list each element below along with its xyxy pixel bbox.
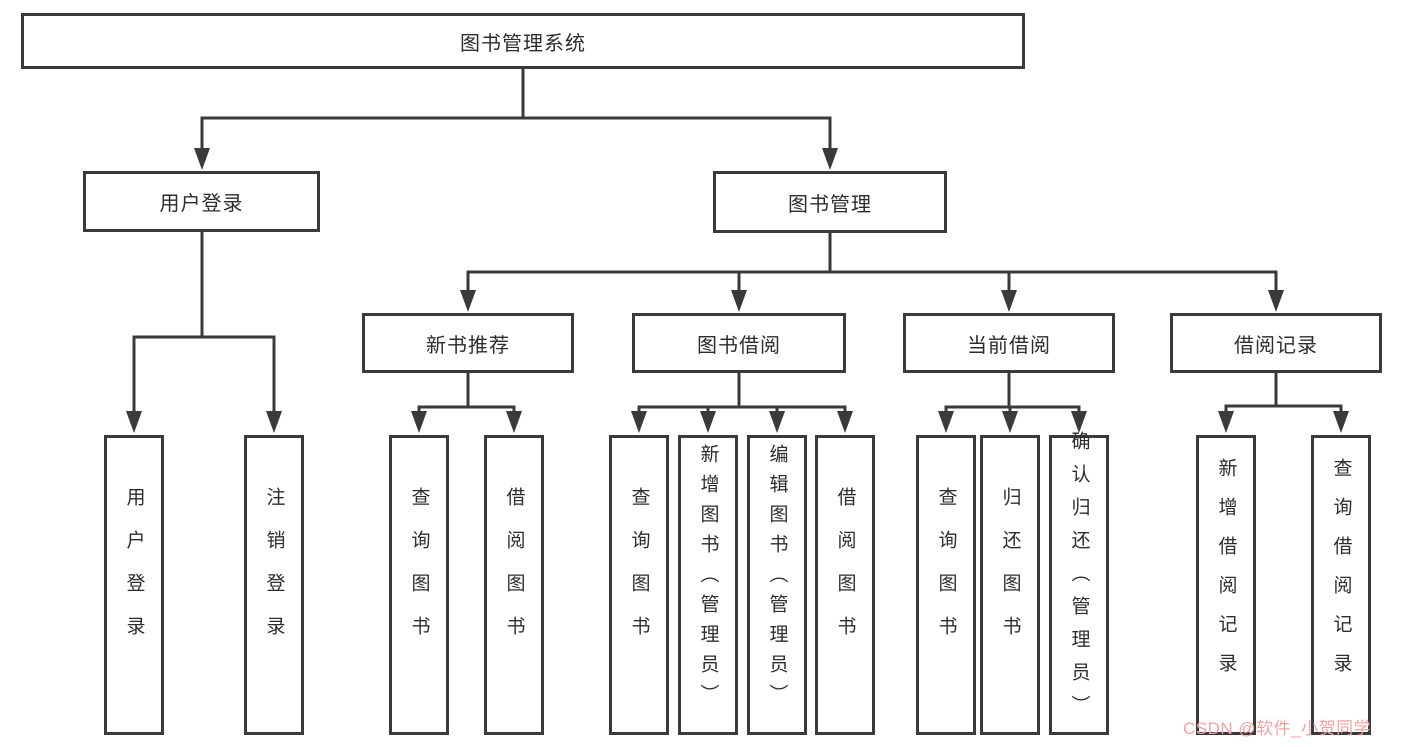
leaf-logout-label: 注销登录: [263, 487, 285, 659]
leaf-return-book: 归还图书: [980, 435, 1040, 735]
leaf-confirm-return-admin-label: 确认归还（管理员）: [1068, 431, 1090, 728]
connector-current-borrow-branch: [938, 373, 1087, 433]
connector-book-management-branch: [460, 233, 1284, 312]
connector-user-login-branch: [126, 232, 282, 433]
leaf-query-book-recommend: 查询图书: [389, 435, 449, 735]
leaf-edit-book-admin: 编辑图书（管理员）: [747, 435, 807, 735]
leaf-query-book-current: 查询图书: [916, 435, 976, 735]
leaf-add-borrow-record: 新增借阅记录: [1196, 435, 1256, 735]
leaf-borrow-book: 借阅图书: [815, 435, 875, 735]
leaf-user-login: 用户登录: [104, 435, 164, 735]
leaf-query-borrow-record-label: 查询借阅记录: [1330, 458, 1352, 692]
connector-root-to-level2: [194, 69, 838, 170]
connector-new-book-branch: [411, 373, 522, 433]
node-new-book-recommend-label: 新书推荐: [426, 334, 510, 357]
leaf-borrow-book-recommend-label: 借阅图书: [503, 487, 525, 659]
leaf-return-book-label: 归还图书: [999, 487, 1021, 659]
node-book-management: 图书管理: [713, 171, 947, 233]
leaf-confirm-return-admin: 确认归还（管理员）: [1049, 431, 1109, 735]
node-book-management-label: 图书管理: [788, 193, 872, 216]
leaf-add-borrow-record-label: 新增借阅记录: [1215, 458, 1237, 692]
node-root-label: 图书管理系统: [460, 32, 586, 55]
leaf-user-login-label: 用户登录: [123, 487, 145, 659]
leaf-query-book-current-label: 查询图书: [935, 487, 957, 659]
node-current-borrow-label: 当前借阅: [967, 334, 1051, 357]
leaf-query-book-recommend-label: 查询图书: [408, 487, 430, 659]
leaf-add-book-admin-label: 新增图书（管理员）: [697, 444, 719, 714]
leaf-add-book-admin: 新增图书（管理员）: [678, 435, 738, 735]
leaf-query-borrow-record: 查询借阅记录: [1311, 435, 1371, 735]
leaf-edit-book-admin-label: 编辑图书（管理员）: [766, 444, 788, 714]
watermark-text: CSDN @软件_小贺同学: [1183, 719, 1372, 738]
node-current-borrow: 当前借阅: [903, 313, 1115, 373]
node-root-system: 图书管理系统: [21, 13, 1025, 69]
node-user-login: 用户登录: [83, 171, 320, 232]
node-borrow-records-label: 借阅记录: [1234, 334, 1318, 357]
leaf-query-book-borrow: 查询图书: [609, 435, 669, 735]
node-book-borrow-label: 图书借阅: [697, 334, 781, 357]
leaf-borrow-book-label: 借阅图书: [834, 487, 856, 659]
node-borrow-records: 借阅记录: [1170, 313, 1382, 373]
leaf-query-book-borrow-label: 查询图书: [628, 487, 650, 659]
leaf-borrow-book-recommend: 借阅图书: [484, 435, 544, 735]
connector-book-borrow-branch: [631, 373, 853, 433]
node-new-book-recommend: 新书推荐: [362, 313, 574, 373]
connector-borrow-records-branch: [1218, 373, 1349, 433]
node-book-borrow: 图书借阅: [632, 313, 846, 373]
leaf-logout: 注销登录: [244, 435, 304, 735]
node-user-login-label: 用户登录: [159, 193, 244, 215]
